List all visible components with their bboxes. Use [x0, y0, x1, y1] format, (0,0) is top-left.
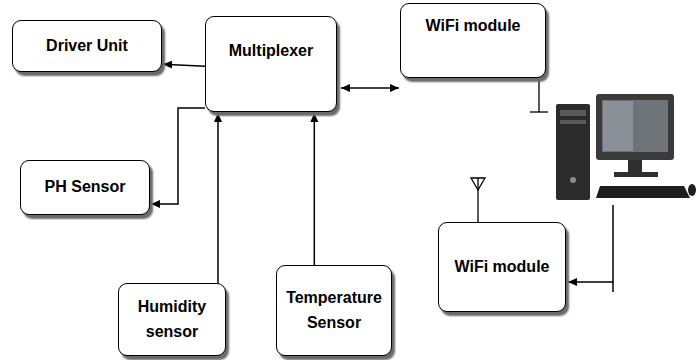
- node-label: PH Sensor: [45, 175, 126, 200]
- link-line: [568, 205, 613, 282]
- sensor-box: Humidity sensor: [118, 283, 226, 356]
- sensor-box: Temperature Sensor: [276, 265, 392, 356]
- sensor-box: PH Sensor: [20, 160, 150, 215]
- node-label: WiFi module: [426, 14, 521, 39]
- connector-arrow: [314, 113, 316, 265]
- link-line: [612, 282, 614, 292]
- node-label: Multiplexer: [229, 39, 313, 64]
- connector-arrow: [341, 87, 399, 89]
- antenna-symbol: [471, 178, 485, 222]
- multiplexer-box: Multiplexer: [205, 16, 337, 112]
- node-label: Temperature Sensor: [285, 286, 383, 336]
- connector-arrow: [217, 113, 219, 283]
- driver-box: Driver Unit: [12, 20, 162, 72]
- connector-arrow: [163, 64, 205, 66]
- node-label: Humidity sensor: [127, 295, 217, 345]
- wifi-module-box: WiFi module: [400, 3, 546, 78]
- node-label: WiFi module: [455, 255, 550, 280]
- wifi-module-box: WiFi module: [438, 222, 566, 312]
- node-label: Driver Unit: [46, 34, 128, 59]
- connector-arrow: [151, 108, 205, 204]
- computer-illustration: [556, 94, 696, 200]
